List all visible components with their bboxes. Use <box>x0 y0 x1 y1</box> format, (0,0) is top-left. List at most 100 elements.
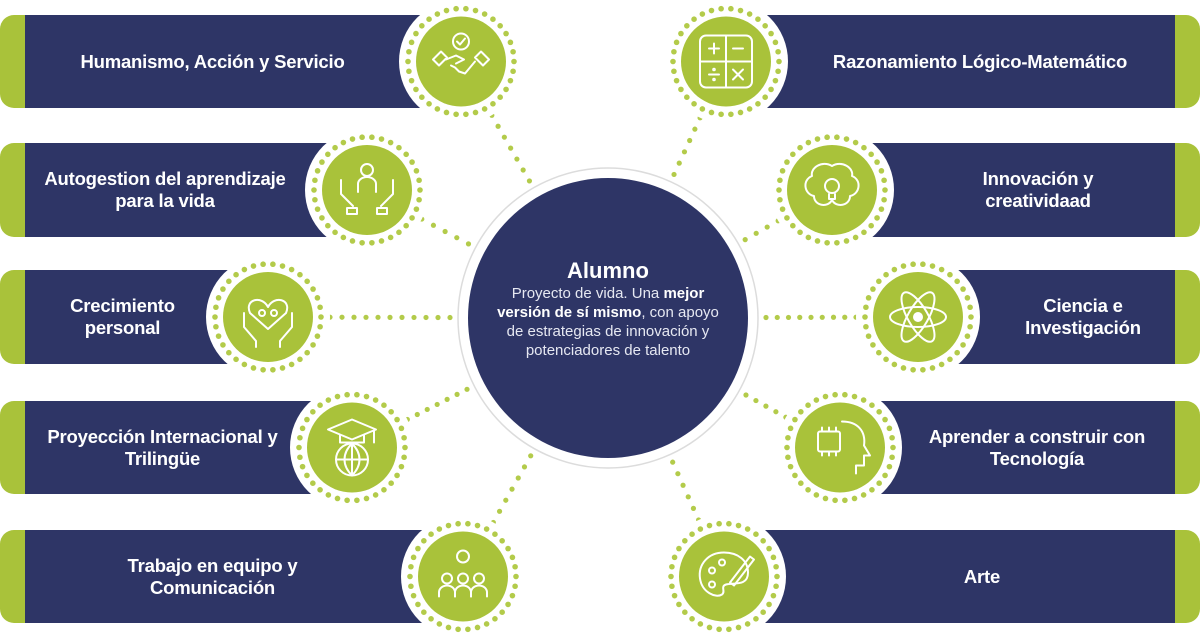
ring-dot <box>865 333 872 339</box>
ring-dot <box>671 592 678 599</box>
ring-dot <box>428 531 434 538</box>
ring-dot <box>689 615 695 622</box>
ring-dot <box>862 314 868 320</box>
ring-dot <box>426 16 432 23</box>
ring-dot <box>775 48 781 55</box>
ring-dot <box>960 286 966 292</box>
ring-dot <box>314 333 321 339</box>
ring-dot <box>805 139 812 146</box>
ring-dot <box>297 434 303 441</box>
right-label-5: Arte <box>963 565 1001 587</box>
connector-dot <box>676 160 682 166</box>
ring-dot <box>310 286 316 292</box>
atom-icon <box>889 291 947 343</box>
icon-circle <box>787 145 877 235</box>
connector-dot <box>671 171 677 178</box>
ring-dot <box>297 454 303 461</box>
connector-dot <box>435 314 441 321</box>
ring-dot <box>876 408 882 415</box>
ring-dot <box>671 554 678 561</box>
connector-dot <box>496 508 503 514</box>
connector-dot <box>763 403 769 409</box>
head <box>457 572 469 585</box>
ring-dot <box>870 286 876 292</box>
ring-dot <box>671 68 677 75</box>
ring-dot <box>886 425 893 432</box>
ring-dot <box>746 106 753 112</box>
ring-dot <box>768 86 774 93</box>
ring-dot <box>349 136 356 142</box>
ring-dot <box>250 365 257 371</box>
ring-dot <box>408 583 414 590</box>
ring-dot <box>416 177 422 184</box>
ring-dot <box>708 109 715 116</box>
ring-dot <box>325 492 332 498</box>
head <box>441 572 453 585</box>
connector-dot <box>503 497 509 503</box>
ring-dot <box>296 444 302 451</box>
ring-dot <box>960 342 966 348</box>
ring-dot <box>215 295 222 301</box>
ring-dot <box>220 342 226 348</box>
ring-dot <box>824 239 830 246</box>
ring-dot <box>497 22 503 29</box>
ring-dot <box>891 361 898 368</box>
ring-dot <box>409 159 415 165</box>
connector-dot <box>670 459 676 465</box>
ring-dot <box>718 111 724 118</box>
icon-circle <box>418 531 508 622</box>
connector-dot <box>411 314 417 321</box>
ring-dot <box>299 463 306 470</box>
ring-dot <box>421 609 427 616</box>
ring-dot <box>436 621 443 627</box>
ring-dot <box>215 333 222 339</box>
ring-dot <box>503 86 509 93</box>
ring-dot <box>869 486 875 493</box>
ring-dot <box>708 7 715 14</box>
palette-icon <box>698 551 755 597</box>
connector-dot <box>501 134 507 140</box>
head <box>473 572 485 585</box>
ring-dot <box>882 472 888 479</box>
ring-dot <box>403 222 409 229</box>
ring-dot <box>876 349 882 356</box>
ring-dot <box>843 238 850 244</box>
ring-dot <box>832 497 838 504</box>
ring-dot <box>406 68 412 75</box>
ring-dot <box>770 592 777 599</box>
ring-dot <box>388 480 394 487</box>
ring-dot <box>865 295 872 301</box>
ring-dot <box>413 206 420 212</box>
ring-dot <box>669 563 675 570</box>
connector-dot <box>690 505 697 511</box>
ring-dot <box>381 486 387 493</box>
connector-dot <box>753 397 759 404</box>
ring-dot <box>325 151 331 158</box>
connector-dot <box>842 314 848 320</box>
ring-dot <box>737 7 744 14</box>
ring-dot <box>774 573 780 580</box>
ring-dot <box>868 222 874 229</box>
ring-dot <box>787 463 794 470</box>
ring-dot <box>354 391 360 398</box>
ring-dot <box>497 94 503 101</box>
ring-dot <box>513 573 519 580</box>
ring-dot <box>881 196 887 203</box>
ring-dot <box>226 349 232 356</box>
ring-dot <box>777 177 783 184</box>
ring-dot <box>852 139 859 146</box>
ring-dot <box>398 463 405 470</box>
left-label-5: Trabajo en equipo y Comunicación <box>127 554 298 598</box>
ring-dot <box>876 480 882 487</box>
ring-dot <box>814 136 821 142</box>
ring-dot <box>416 196 422 203</box>
ring-dot <box>304 472 310 479</box>
ring-dot <box>415 601 421 608</box>
connector-dot <box>763 314 769 321</box>
orbit <box>900 291 936 343</box>
ring-dot <box>947 271 953 278</box>
ring-dot <box>876 278 882 285</box>
ring-dot <box>863 323 869 330</box>
ring-dot <box>790 151 796 158</box>
ring-dot <box>443 109 450 116</box>
